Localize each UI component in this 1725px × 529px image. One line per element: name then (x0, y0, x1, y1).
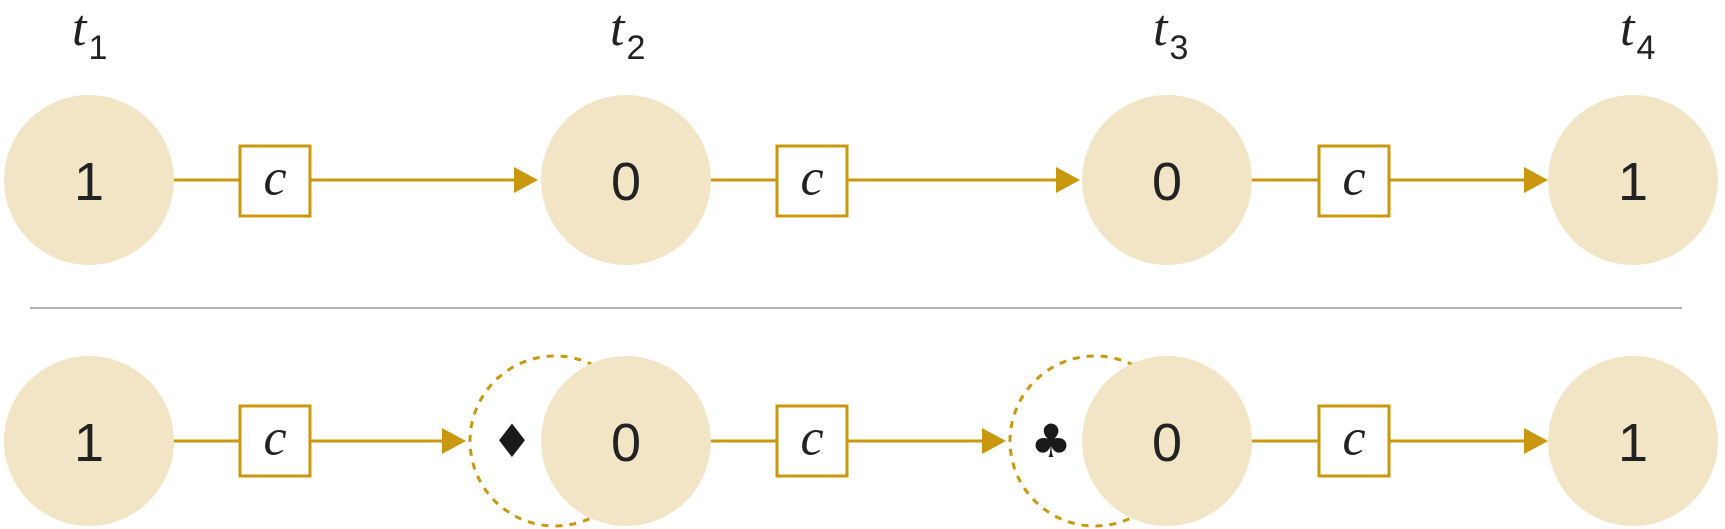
state-node: 1 (1548, 356, 1718, 526)
state-node: 0 (1082, 356, 1252, 526)
op-label: c (1342, 150, 1365, 207)
state-value: 1 (1618, 413, 1648, 473)
state-node: 1 (4, 356, 174, 526)
time-label-4: t4 (1620, 0, 1655, 67)
state-value: 1 (74, 413, 104, 473)
arrow-head (1524, 167, 1548, 193)
op-box: c (238, 144, 312, 218)
state-node: 0 (541, 95, 711, 265)
state-value: 0 (611, 413, 641, 473)
op-box: c (1317, 144, 1391, 218)
state-node: 0 (541, 356, 711, 526)
state-node: 1 (1548, 95, 1718, 265)
op-label: c (1342, 410, 1365, 467)
arrow-head (514, 167, 538, 193)
state-value: 0 (1152, 152, 1182, 212)
op-label: c (800, 410, 823, 467)
op-box: c (238, 404, 312, 478)
op-label: c (800, 150, 823, 207)
op-label: c (263, 410, 286, 467)
state-node: 0 (1082, 95, 1252, 265)
row-bottom: c c c 1 0 0 1 ♦ ♣ (4, 354, 1718, 528)
time-label-2: t2 (610, 0, 645, 67)
arrow-head (442, 428, 466, 454)
time-label-3: t3 (1153, 0, 1188, 67)
row-top: c c c 1 0 0 1 (4, 95, 1718, 265)
arrow-head (982, 428, 1006, 454)
state-value: 1 (1618, 152, 1648, 212)
op-box: c (775, 144, 849, 218)
time-label-1: t1 (72, 0, 107, 67)
arrow-head (1056, 167, 1080, 193)
club-icon: ♣ (1030, 414, 1071, 468)
arrow-head (1524, 428, 1548, 454)
time-labels: t1 t2 t3 t4 (72, 0, 1655, 67)
state-value: 0 (1152, 413, 1182, 473)
op-box: c (1317, 404, 1391, 478)
diamond-icon: ♦ (491, 414, 532, 468)
op-label: c (263, 150, 286, 207)
state-value: 0 (611, 152, 641, 212)
state-node: 1 (4, 95, 174, 265)
op-box: c (775, 404, 849, 478)
state-value: 1 (74, 152, 104, 212)
